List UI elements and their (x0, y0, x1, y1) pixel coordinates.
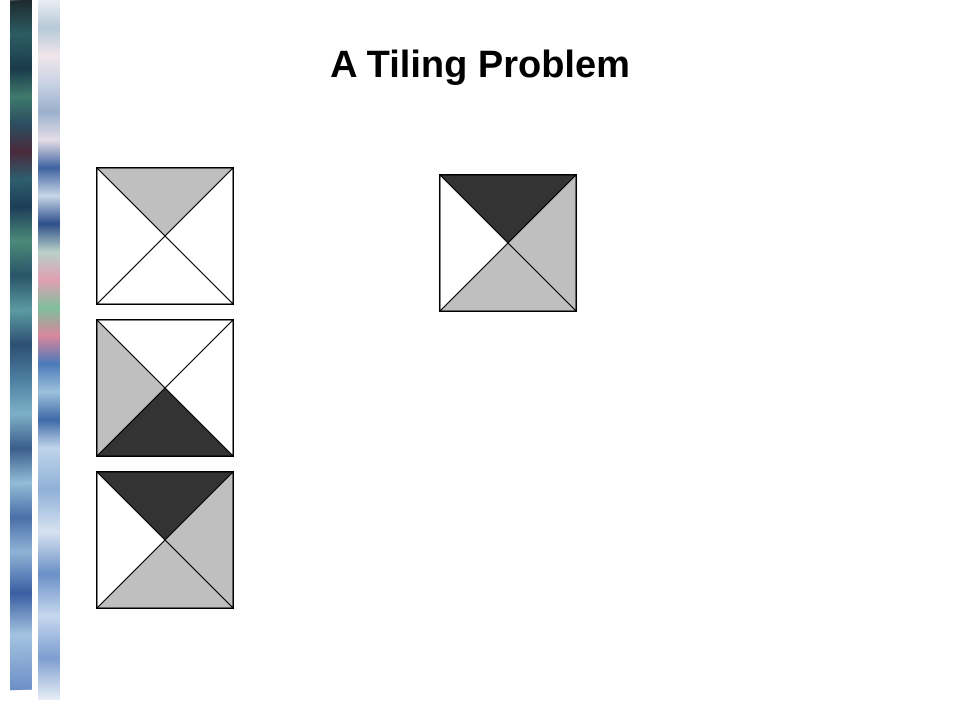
tile-3 (96, 471, 234, 609)
tile-left-triangle (96, 319, 166, 457)
tile-left-triangle (439, 174, 509, 312)
tile-border (439, 174, 577, 312)
tile-svg (96, 471, 234, 609)
tile-4 (439, 174, 577, 312)
tile-border (96, 471, 234, 609)
tile-svg (96, 319, 234, 457)
tile-svg (96, 167, 234, 305)
tile-2 (96, 319, 234, 457)
tile-border (96, 319, 234, 457)
tile-left-triangle (96, 167, 166, 305)
decorative-fabric-strip-right (38, 0, 60, 700)
decorative-fabric-strip-left (10, 0, 32, 691)
tile-border (96, 167, 234, 305)
tile-1 (96, 167, 234, 305)
slide-title: A Tiling Problem (330, 44, 630, 86)
tile-left-triangle (96, 471, 166, 609)
tile-svg (439, 174, 577, 312)
